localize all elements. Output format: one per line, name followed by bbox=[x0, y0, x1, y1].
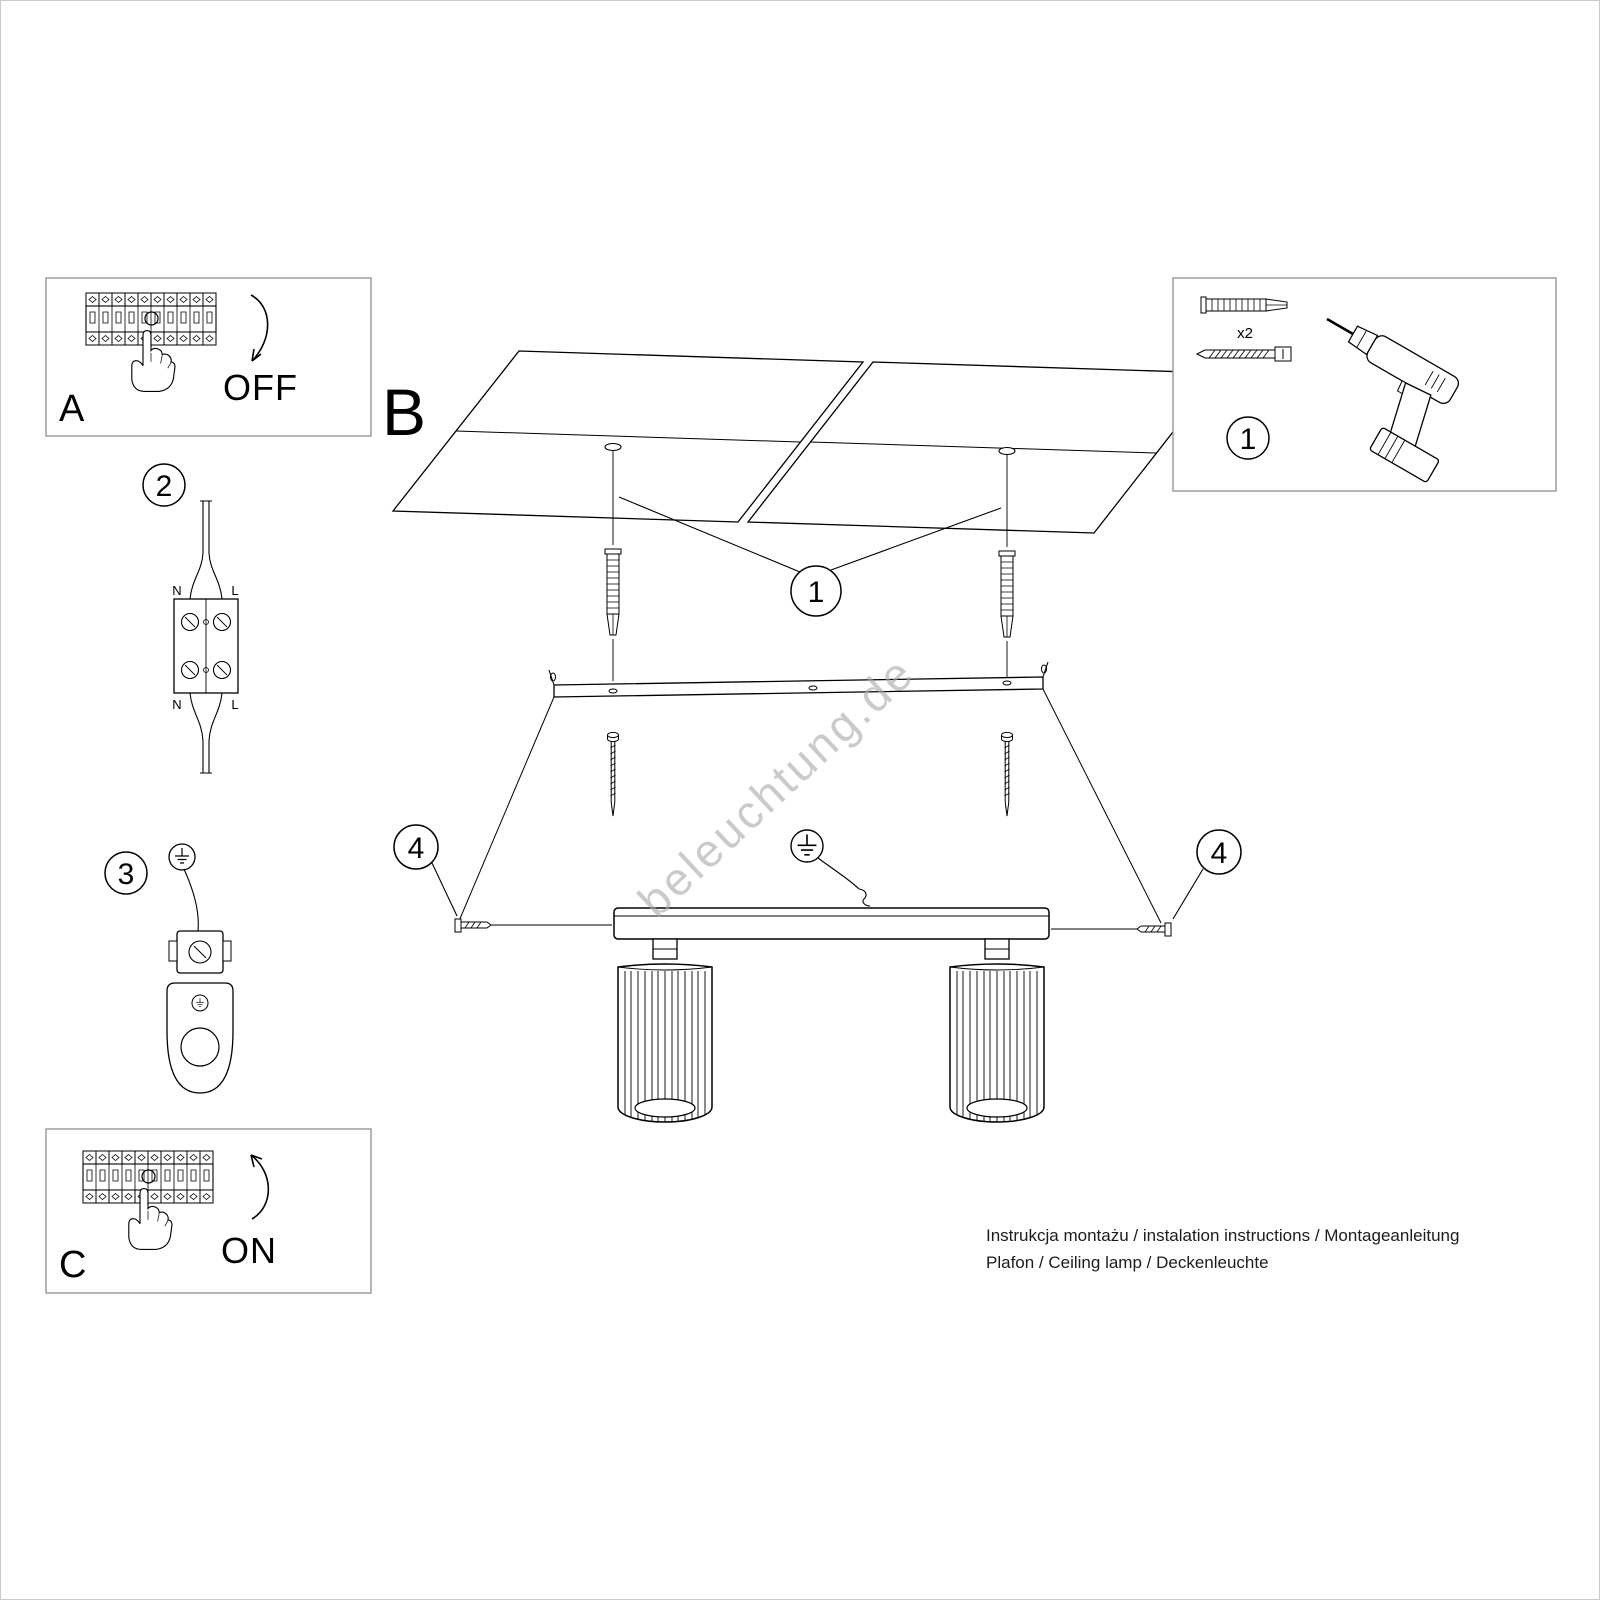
terminal-l-top-label: L bbox=[231, 583, 238, 598]
arrow-down-icon bbox=[250, 294, 269, 362]
ceiling-panels-drawing bbox=[391, 350, 1221, 534]
side-screw-right bbox=[1051, 922, 1172, 937]
lamp-shade-left-icon bbox=[617, 963, 713, 1123]
tools-box: x2 1 bbox=[1172, 277, 1557, 492]
side-screw-left bbox=[454, 918, 612, 933]
callout-2-label: 2 bbox=[156, 470, 173, 503]
ground-connection bbox=[790, 829, 871, 907]
watermark: beleuchtung.de bbox=[628, 646, 924, 927]
terminal-n-bottom-label: N bbox=[172, 697, 181, 712]
drill-icon bbox=[1326, 317, 1460, 483]
step-2-wiring: 2 N L N L bbox=[142, 463, 239, 774]
step-c-box: C ON bbox=[45, 1128, 372, 1294]
callout-4-left: 4 bbox=[393, 824, 458, 917]
callout-1-tools-label: 1 bbox=[1240, 423, 1257, 456]
ceiling-lamp-drawing bbox=[613, 907, 1050, 1123]
terminal-l-bottom-label: L bbox=[231, 697, 238, 712]
drill-hole-left bbox=[604, 442, 622, 452]
off-label: OFF bbox=[223, 367, 298, 408]
footer-line-1: Instrukcja montażu / instalation instruc… bbox=[986, 1226, 1460, 1245]
step-a-box: A OFF bbox=[45, 277, 372, 437]
mount-screw-right-icon bbox=[1001, 731, 1013, 817]
wall-plug-left-icon bbox=[604, 548, 622, 636]
callout-1-label: 1 bbox=[808, 576, 825, 609]
main-assembly: 1 bbox=[391, 350, 1242, 1123]
mount-screw-left-icon bbox=[607, 731, 619, 817]
callout-4-right-label: 4 bbox=[1211, 837, 1228, 870]
step-b-label: B bbox=[382, 375, 426, 449]
callout-1-main: 1 bbox=[618, 496, 1002, 617]
lamp-holder-body bbox=[166, 982, 234, 1094]
step-a-label: A bbox=[59, 388, 85, 430]
quantity-label: x2 bbox=[1237, 325, 1253, 342]
callout-4-right: 4 bbox=[1172, 829, 1242, 920]
fixings bbox=[604, 451, 1016, 817]
step-c-label: C bbox=[59, 1244, 86, 1286]
on-label: ON bbox=[221, 1230, 277, 1271]
mounting-bracket-drawing bbox=[458, 661, 1162, 924]
terminal-n-top-label: N bbox=[172, 583, 181, 598]
lamp-shade-right-icon bbox=[949, 963, 1045, 1123]
arrow-up-icon bbox=[250, 1154, 270, 1220]
drill-hole-right bbox=[998, 446, 1016, 456]
footer-text: Instrukcja montażu / instalation instruc… bbox=[986, 1222, 1459, 1276]
callout-4-left-label: 4 bbox=[408, 832, 425, 865]
step-3-earthing: 3 bbox=[104, 843, 234, 1094]
callout-3-label: 3 bbox=[118, 858, 135, 891]
footer-line-2: Plafon / Ceiling lamp / Deckenleuchte bbox=[986, 1253, 1269, 1272]
wall-plug-right-icon bbox=[998, 550, 1016, 638]
